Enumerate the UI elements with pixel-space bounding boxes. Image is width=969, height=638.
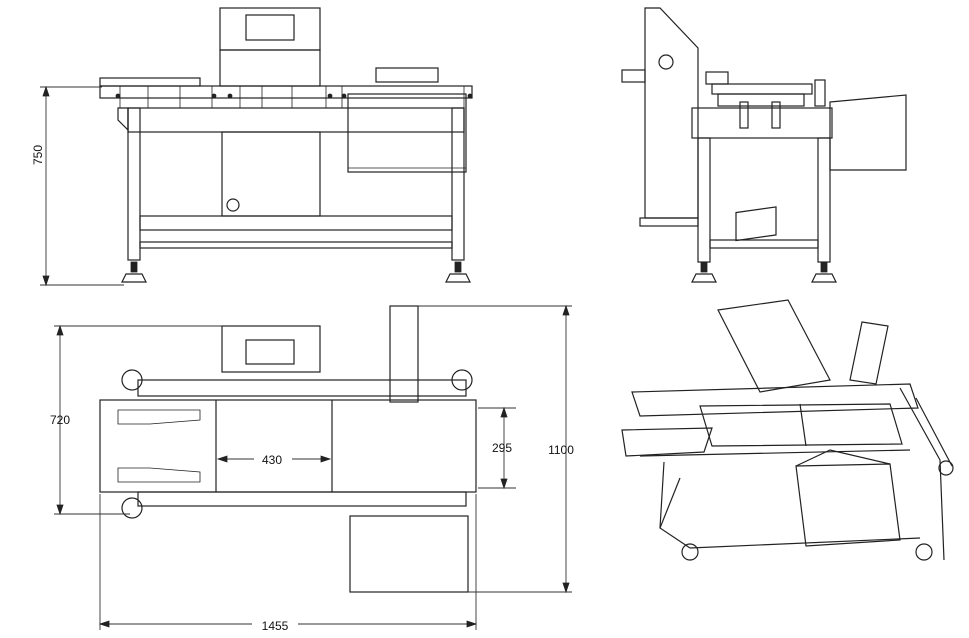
top-frame-rear: [137, 379, 467, 397]
height-dimension: [40, 85, 124, 287]
iso-hmi-cabinet: [717, 299, 831, 393]
conveyor-width-label: 430: [262, 453, 282, 467]
lower-crossbar: [139, 215, 453, 231]
left-leg: [127, 107, 141, 261]
reject-bin: [347, 93, 467, 173]
overall-length-dimension: [98, 494, 478, 630]
side-left-leg: [697, 137, 711, 263]
caster-icon: [451, 369, 473, 391]
side-sensor-icon: [658, 54, 674, 70]
caster-icon: [681, 543, 699, 561]
side-frame-top: [691, 107, 833, 139]
caster-icon: [915, 543, 933, 561]
height-label: 750: [31, 145, 45, 165]
outfeed-reject-unit: [375, 67, 439, 83]
top-view: 720 430 295 1100: [50, 304, 574, 633]
side-view: [621, 7, 907, 283]
hmi-cabinet-top: [219, 7, 321, 51]
iso-reject-unit: [849, 321, 889, 385]
hmi-cabinet-body: [219, 49, 321, 87]
depth-label: 720: [50, 413, 70, 427]
top-column: [389, 305, 419, 403]
adjustable-feet: [121, 261, 471, 283]
depth-dimension: [54, 324, 222, 516]
caster-icon: [121, 369, 143, 391]
top-conveyor-bed: [99, 399, 477, 493]
caster-icon: [938, 460, 954, 476]
side-conveyor: [711, 83, 813, 95]
iso-conveyor-top: [631, 383, 919, 417]
side-cabinet: [644, 7, 699, 219]
top-hmi-cabinet: [221, 325, 321, 373]
front-view: 750: [31, 7, 473, 287]
iso-reject-bin: [795, 463, 901, 547]
side-cable-gland: [621, 69, 646, 83]
top-hmi-screen: [245, 339, 295, 365]
conveyor-width-dimension: [216, 455, 332, 463]
overall-length-label: 1455: [262, 619, 289, 633]
front-frame-top: [127, 107, 465, 133]
caster-icon: [121, 497, 143, 519]
electric-cabinet: [221, 131, 321, 217]
infeed-guide: [99, 77, 201, 87]
overall-depth-label: 1100: [548, 443, 574, 457]
overall-depth-dimension: [418, 304, 572, 594]
right-leg: [451, 107, 465, 261]
belt-width-dimension: [478, 406, 516, 490]
conveyor-rollers: [119, 86, 465, 108]
belt-width-label: 295: [492, 441, 512, 455]
top-reject-bin: [349, 515, 469, 593]
side-reject-chute: [829, 94, 907, 171]
side-right-leg: [817, 137, 831, 263]
hmi-screen: [245, 14, 295, 41]
isometric-view: [621, 206, 954, 561]
top-frame-front: [137, 491, 467, 507]
iso-weigh-belt: [699, 403, 903, 447]
foot-bar: [139, 241, 453, 249]
front-conveyor-band: [99, 85, 473, 99]
power-switch-icon: [226, 198, 240, 212]
